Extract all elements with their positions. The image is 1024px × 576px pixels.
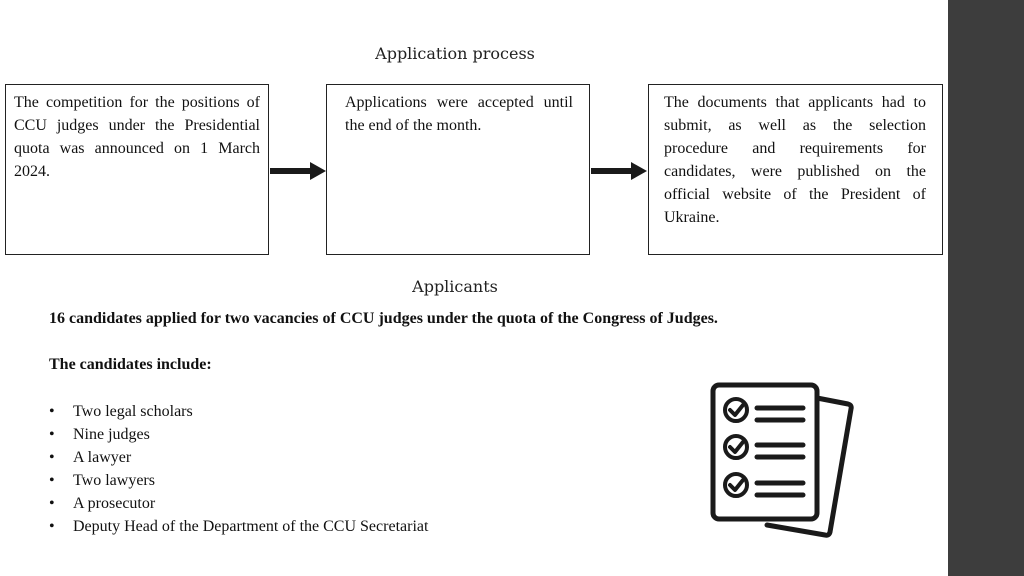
bullet: •: [49, 426, 55, 443]
list-item-text: Two lawyers: [73, 472, 155, 489]
list-item: • Two legal scholars: [49, 400, 428, 423]
process-step-2-text: Applications were accepted until the end…: [345, 94, 573, 134]
list-item-text: Nine judges: [73, 426, 150, 443]
bullet: •: [49, 403, 55, 420]
bullet: •: [49, 518, 55, 535]
list-item-text: A lawyer: [73, 449, 132, 466]
list-item-text: Two legal scholars: [73, 403, 193, 420]
process-step-1-text: The competition for the positions of CCU…: [14, 94, 260, 180]
applicants-title: Applicants: [412, 277, 498, 296]
list-item: • A lawyer: [49, 446, 428, 469]
list-item: • Deputy Head of the Department of the CC…: [49, 515, 428, 538]
process-step-3-text: The documents that applicants had to sub…: [664, 94, 926, 226]
list-item: • Nine judges: [49, 423, 428, 446]
list-item: • Two lawyers: [49, 469, 428, 492]
right-arrow-icon: [270, 162, 326, 180]
list-item-text: A prosecutor: [73, 495, 156, 512]
right-sidebar: [948, 0, 1024, 576]
candidates-list: • Two legal scholars • Nine judges • A lawy…: [49, 400, 428, 538]
process-title: Application process: [375, 44, 535, 63]
checklist-documents-icon: [710, 382, 854, 538]
bullet: •: [49, 472, 55, 489]
bullet: •: [49, 449, 55, 466]
applicants-summary: 16 candidates applied for two vacancies …: [49, 310, 718, 327]
bullet: •: [49, 495, 55, 512]
process-step-1: The competition for the positions of CCU…: [5, 84, 269, 255]
candidates-include-label: The candidates include:: [49, 356, 212, 373]
list-item-text: Deputy Head of the Department of the CCU…: [73, 518, 429, 535]
list-item: • A prosecutor: [49, 492, 428, 515]
process-step-2: Applications were accepted until the end…: [326, 84, 590, 255]
process-step-3: The documents that applicants had to sub…: [648, 84, 943, 255]
right-arrow-icon: [591, 162, 647, 180]
